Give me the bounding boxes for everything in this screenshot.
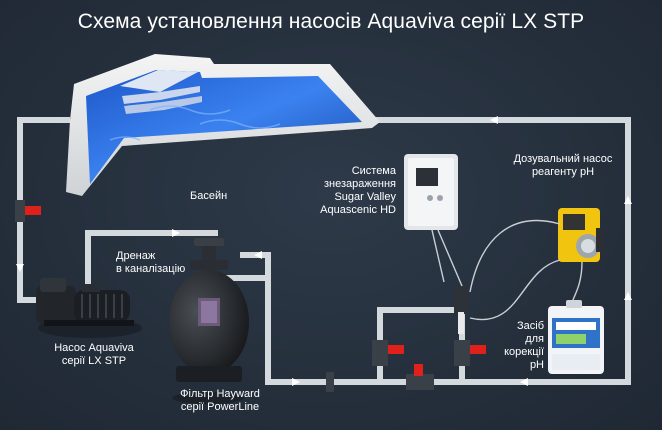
- return-pipe: [330, 117, 631, 385]
- valve-group: [15, 200, 486, 392]
- ph-agent-label: Засіб для корекції pH: [500, 320, 544, 372]
- pool-label: Басейн: [190, 190, 227, 203]
- drain-label-line: Дренаж: [116, 250, 156, 262]
- diagram-title: Схема установлення насосів Aquaviva сері…: [77, 10, 585, 33]
- disinfection-label-line: Система: [351, 165, 396, 177]
- disinfection-label: Система знезараження Sugar Valley Aquasc…: [304, 165, 396, 217]
- pump-label: Насос Aquaviva серії LX STP: [44, 342, 144, 368]
- ph-agent-label-line: для: [525, 333, 544, 345]
- valve-icon: [372, 340, 404, 366]
- filter-label-line: серії PowerLine: [180, 401, 260, 413]
- arrow-icon: [624, 292, 632, 300]
- disinfection-label-line: Aquascenic HD: [320, 204, 396, 216]
- arrow-icon: [172, 229, 180, 237]
- arrow-icon: [16, 264, 24, 272]
- arrow-icon: [490, 116, 498, 124]
- fitting-icon: [326, 372, 334, 392]
- valve-icon: [454, 340, 486, 366]
- ph-agent-label-line: Засіб: [516, 320, 544, 332]
- dosing-pump-label-line: реагенту pH: [531, 166, 595, 178]
- drain-label: Дренаж в каналізацію: [116, 250, 185, 276]
- ph-agent-label-line: корекції: [504, 346, 544, 358]
- disinfection-label-line: Sugar Valley: [334, 191, 396, 203]
- disinfection-label-line: знезараження: [324, 178, 396, 190]
- ph-agent-label-line: pH: [529, 359, 544, 371]
- arrow-icon: [254, 251, 262, 259]
- pump-label-line: Насос Aquaviva: [54, 342, 134, 354]
- disinfection-unit: [404, 154, 463, 287]
- arrow-icon: [292, 378, 300, 386]
- ph-agent-canister: [548, 300, 604, 374]
- dosing-pump-label-line: Дозувальний насос: [513, 153, 613, 165]
- flow-arrows: [16, 116, 632, 386]
- pump-illustration: [36, 278, 142, 338]
- filter-label: Фільтр Hayward серії PowerLine: [168, 388, 272, 414]
- drain-label-line: в каналізацію: [116, 263, 186, 275]
- dosing-pump-label: Дозувальний насос реагенту pH: [508, 153, 618, 179]
- arrow-icon: [520, 378, 528, 386]
- filter-label-line: Фільтр Hayward: [180, 388, 260, 400]
- pool-label-text: Басейн: [190, 190, 228, 202]
- pool-illustration: [66, 54, 380, 196]
- drain-pipe: [232, 252, 271, 281]
- filter-illustration: [169, 238, 249, 404]
- arrow-icon: [624, 196, 632, 204]
- valve-icon: [15, 200, 41, 222]
- dosing-pump: [469, 208, 604, 321]
- pump-label-line: серії LX STP: [61, 355, 127, 367]
- ph-probe-icon: [454, 286, 468, 334]
- valve-icon: [406, 364, 434, 390]
